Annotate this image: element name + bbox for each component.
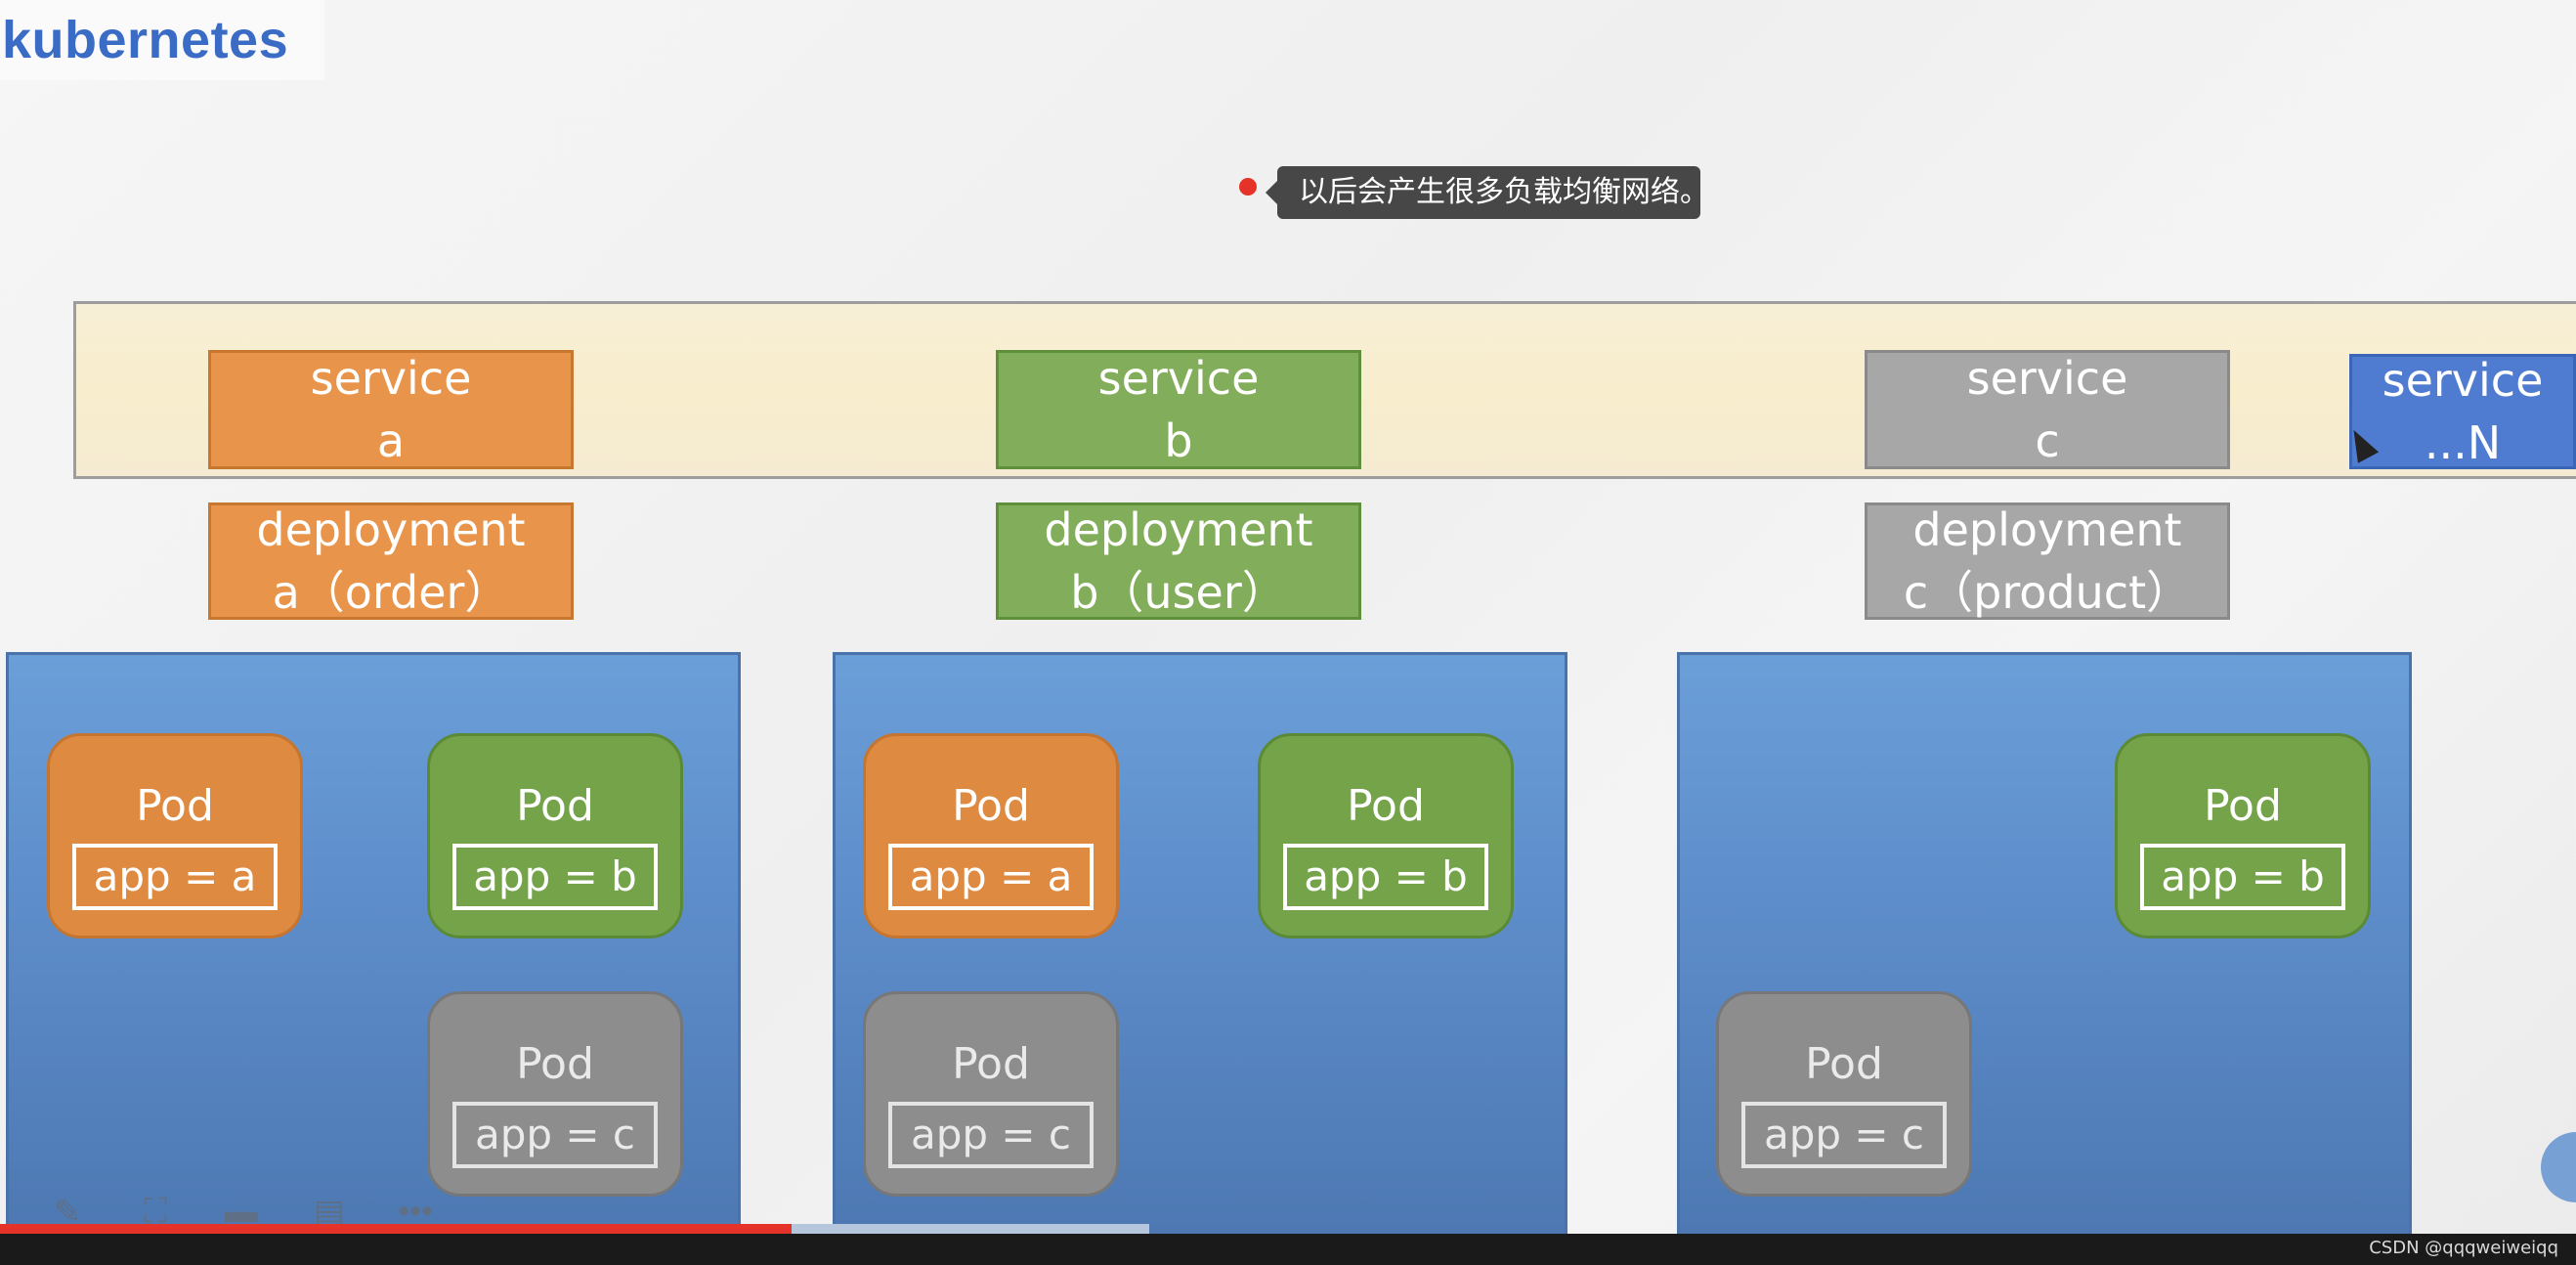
deployment-a-box[interactable]: deployment a（order） <box>208 502 574 620</box>
service-c-line1: service <box>1966 352 2128 405</box>
pod-app-b[interactable]: Pod app = b <box>427 733 683 938</box>
deployment-a-line1: deployment <box>256 503 526 556</box>
pod-app-c[interactable]: Pod app = c <box>863 991 1119 1197</box>
pod-title: Pod <box>516 781 594 831</box>
pod-title: Pod <box>1805 1039 1883 1089</box>
service-n-box[interactable]: service ...N <box>2349 354 2576 469</box>
camera-icon[interactable]: ▬ <box>225 1193 258 1230</box>
deployment-c-box[interactable]: deployment c（product） <box>1865 502 2230 620</box>
kubernetes-logo: kubernetes <box>0 0 324 80</box>
service-n-line1: service <box>2382 354 2544 407</box>
service-b-line1: service <box>1097 352 1260 405</box>
pod-app-c[interactable]: Pod app = c <box>427 991 683 1197</box>
pod-label: app = b <box>1283 844 1488 910</box>
deployment-c-line2: c（product） <box>1903 566 2192 619</box>
pod-app-c[interactable]: Pod app = c <box>1716 991 1972 1197</box>
bottom-bar <box>0 1234 2576 1265</box>
pod-app-b[interactable]: Pod app = b <box>2115 733 2371 938</box>
deployment-b-line2: b（user） <box>1070 566 1287 619</box>
service-a-line1: service <box>310 352 472 405</box>
deployment-a-line2: a（order） <box>272 566 510 619</box>
progress-bar[interactable] <box>0 1224 792 1234</box>
pod-title: Pod <box>516 1039 594 1089</box>
service-b-line2: b <box>1164 414 1193 467</box>
service-a-line2: a <box>376 414 406 467</box>
pod-label: app = c <box>1741 1102 1947 1168</box>
recording-dot-icon <box>1239 178 1257 196</box>
deployment-b-line1: deployment <box>1044 503 1313 556</box>
pod-title: Pod <box>2204 781 2282 831</box>
service-b-box[interactable]: service b <box>996 350 1361 469</box>
pod-app-b[interactable]: Pod app = b <box>1258 733 1514 938</box>
pod-label: app = c <box>888 1102 1094 1168</box>
pod-label: app = a <box>888 844 1094 910</box>
player-round-button[interactable] <box>2541 1132 2576 1202</box>
pod-app-a[interactable]: Pod app = a <box>47 733 303 938</box>
service-n-line2: ...N <box>2424 416 2502 469</box>
pod-title: Pod <box>136 781 214 831</box>
service-c-box[interactable]: service c <box>1865 350 2230 469</box>
screenshot-icon[interactable]: ⛶ <box>144 1193 167 1230</box>
deployment-b-box[interactable]: deployment b（user） <box>996 502 1361 620</box>
more-icon[interactable]: ••• <box>398 1193 433 1230</box>
pod-app-a[interactable]: Pod app = a <box>863 733 1119 938</box>
pod-label: app = b <box>2140 844 2345 910</box>
pod-label: app = b <box>452 844 658 910</box>
pod-label: app = c <box>452 1102 658 1168</box>
credit-text: CSDN @qqqweiweiqq <box>2369 1238 2558 1258</box>
pod-title: Pod <box>952 1039 1030 1089</box>
pod-title: Pod <box>952 781 1030 831</box>
deployment-c-line1: deployment <box>1912 503 2182 556</box>
service-c-line2: c <box>2035 414 2060 467</box>
service-a-box[interactable]: service a <box>208 350 574 469</box>
pod-label: app = a <box>72 844 278 910</box>
pod-title: Pod <box>1347 781 1425 831</box>
subtitle-tooltip: 以后会产生很多负载均衡网络。 <box>1266 166 1709 219</box>
